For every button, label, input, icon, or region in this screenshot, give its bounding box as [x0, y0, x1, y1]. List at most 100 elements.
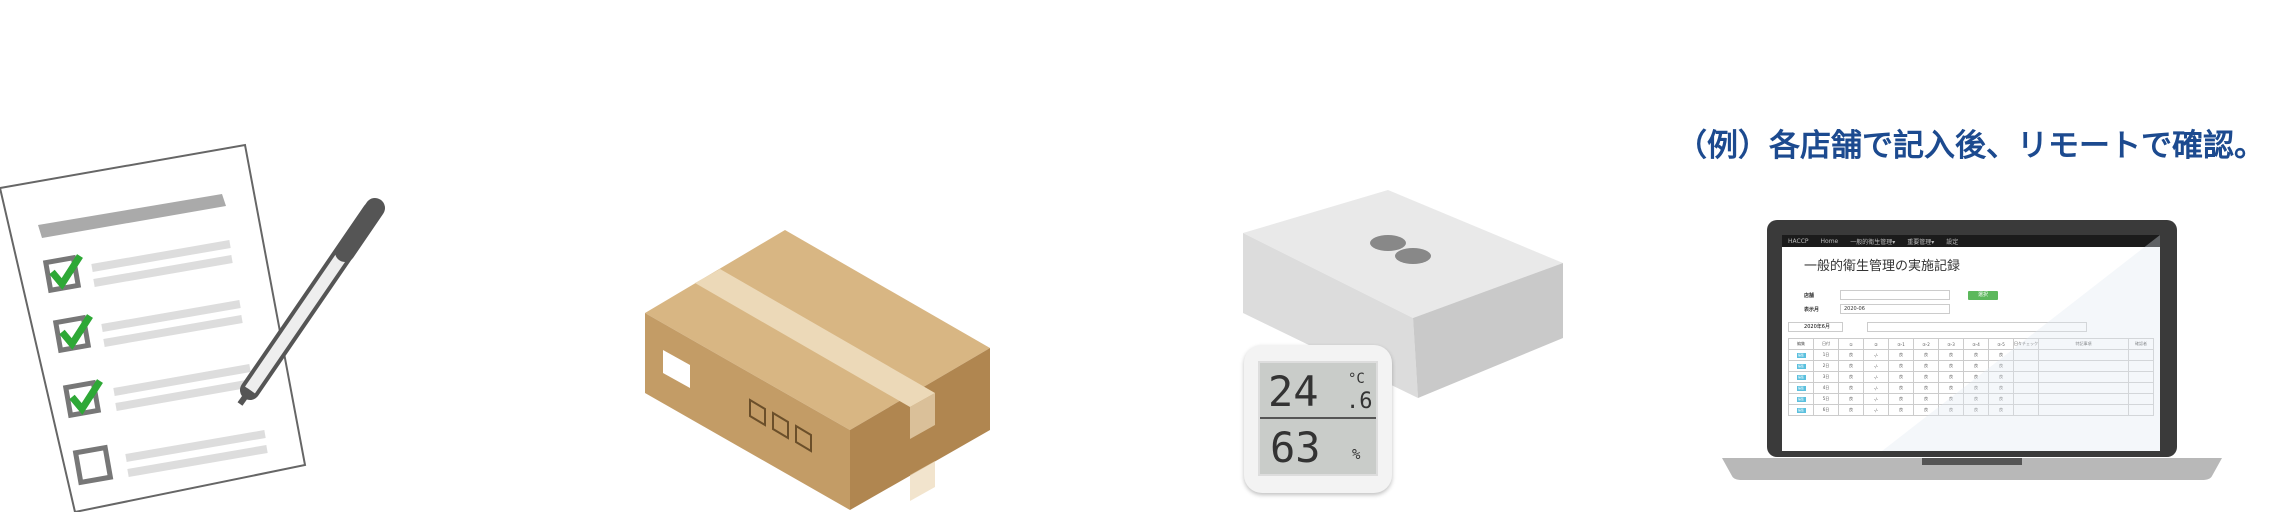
- month-label: 表示月: [1804, 306, 1820, 313]
- col-header: ③-3: [1938, 338, 1964, 350]
- col-header: ①: [1838, 338, 1864, 350]
- value-cell: 良: [1838, 371, 1864, 383]
- app-navbar: HACCP Home 一般的衛生管理▾ 重要管理▾ 設定: [1782, 235, 2160, 247]
- value-cell: 良: [1963, 371, 1989, 383]
- edit-cell: 編集: [1788, 371, 1814, 383]
- edit-cell: 編集: [1788, 393, 1814, 405]
- nav-general[interactable]: 一般的衛生管理▾: [1850, 238, 1896, 246]
- value-cell: 良: [1938, 393, 1964, 405]
- value-cell: 良: [1938, 404, 1964, 416]
- nav-brand[interactable]: HACCP: [1788, 237, 1809, 245]
- value-cell: 良: [1938, 360, 1964, 372]
- value-cell: 良: [1988, 382, 2014, 394]
- col-header: 特記事項: [2038, 338, 2129, 350]
- value-cell: 良: [1913, 371, 1939, 383]
- value-cell: 良: [1888, 382, 1914, 394]
- check-cell: [2013, 360, 2039, 372]
- value-cell: 良: [1838, 393, 1864, 405]
- date-cell: 5日: [1813, 393, 1839, 405]
- nav-home[interactable]: Home: [1820, 237, 1839, 245]
- value-cell: -/-: [1863, 404, 1889, 416]
- value-cell: 良: [1988, 360, 2014, 372]
- value-cell: 良: [1913, 393, 1939, 405]
- notes-field[interactable]: [1867, 322, 2087, 332]
- check-cell: [2013, 393, 2039, 405]
- records-table: 編集 日付 ① ② ③-1 ③-2 ③-3 ③-4 ③-5 日々チェック 特記事…: [1788, 338, 2154, 416]
- value-cell: 良: [1888, 404, 1914, 416]
- select-button[interactable]: 選択: [1968, 290, 1998, 300]
- value-cell: 良: [1888, 360, 1914, 372]
- caption-heading: （例）各店舗で記入後、リモートで確認。: [1676, 128, 2265, 164]
- edit-button[interactable]: 編集: [1796, 353, 1806, 358]
- edit-button[interactable]: 編集: [1796, 364, 1806, 369]
- logo-icon: [1370, 235, 1431, 264]
- col-header: 日々チェック: [2013, 338, 2039, 350]
- value-cell: -/-: [1863, 382, 1889, 394]
- value-cell: -/-: [1863, 393, 1889, 405]
- store-label: 店舗: [1804, 292, 1815, 299]
- notes-cell: [2038, 349, 2129, 361]
- notes-cell: [2038, 360, 2129, 372]
- checklist-illustration: [0, 143, 385, 512]
- col-header: ③-5: [1988, 338, 2014, 350]
- col-header: 確認者: [2128, 338, 2154, 350]
- laptop-screen: HACCP Home 一般的衛生管理▾ 重要管理▾ 設定 一般的衛生管理の実施記…: [1782, 235, 2160, 451]
- edit-cell: 編集: [1788, 349, 1814, 361]
- temperature-value: 24: [1268, 367, 1319, 416]
- edit-button[interactable]: 編集: [1796, 386, 1806, 391]
- value-cell: 良: [1963, 393, 1989, 405]
- col-header: 編集: [1788, 338, 1814, 350]
- edit-button[interactable]: 編集: [1796, 375, 1806, 380]
- date-cell: 2日: [1813, 360, 1839, 372]
- notes-cell: [2038, 382, 2129, 394]
- notes-cell: [2038, 371, 2129, 383]
- confirmer-cell: [2128, 393, 2154, 405]
- edit-cell: 編集: [1788, 404, 1814, 416]
- pen-icon: [237, 198, 385, 406]
- value-cell: 良: [1963, 349, 1989, 361]
- nav-critical[interactable]: 重要管理▾: [1907, 238, 1935, 246]
- value-cell: 良: [1888, 393, 1914, 405]
- check-cell: [2013, 371, 2039, 383]
- value-cell: 良: [1838, 360, 1864, 372]
- notes-cell: [2038, 404, 2129, 416]
- value-cell: 良: [1988, 404, 2014, 416]
- temperature-decimal: .6: [1346, 389, 1373, 414]
- col-header: 日付: [1813, 338, 1839, 350]
- col-header: ③-1: [1888, 338, 1914, 350]
- value-cell: 良: [1888, 349, 1914, 361]
- nav-settings[interactable]: 設定: [1946, 238, 1959, 246]
- check-cell: [2013, 349, 2039, 361]
- check-cell: [2013, 404, 2039, 416]
- month-caption: 2020年6月: [1788, 322, 1843, 332]
- date-cell: 3日: [1813, 371, 1839, 383]
- cardboard-box-illustration: [645, 230, 990, 510]
- value-cell: 良: [1963, 360, 1989, 372]
- notes-cell: [2038, 393, 2129, 405]
- value-cell: 良: [1913, 360, 1939, 372]
- col-header: ②: [1863, 338, 1889, 350]
- check-cell: [2013, 382, 2039, 394]
- value-cell: 良: [1888, 371, 1914, 383]
- edit-button[interactable]: 編集: [1796, 397, 1806, 402]
- value-cell: -/-: [1863, 349, 1889, 361]
- value-cell: 良: [1913, 404, 1939, 416]
- month-input[interactable]: 2020-06: [1840, 304, 1950, 314]
- store-select[interactable]: [1840, 290, 1950, 300]
- value-cell: 良: [1938, 349, 1964, 361]
- value-cell: 良: [1913, 382, 1939, 394]
- humidity-unit: %: [1352, 447, 1361, 463]
- confirmer-cell: [2128, 371, 2154, 383]
- confirmer-cell: [2128, 382, 2154, 394]
- edit-button[interactable]: 編集: [1796, 408, 1806, 413]
- page-title: 一般的衛生管理の実施記録: [1804, 259, 1961, 274]
- value-cell: -/-: [1863, 371, 1889, 383]
- value-cell: 良: [1838, 382, 1864, 394]
- confirmer-cell: [2128, 349, 2154, 361]
- temperature-unit: °C: [1348, 371, 1365, 387]
- humidity-value: 63: [1270, 423, 1321, 472]
